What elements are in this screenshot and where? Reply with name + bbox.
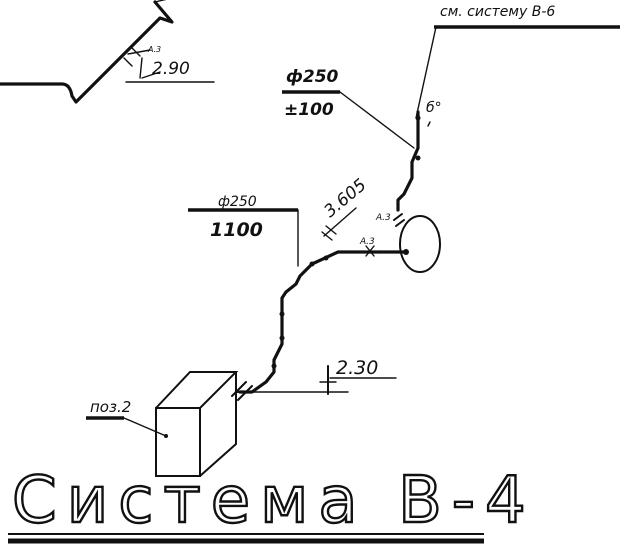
- mark-a3-top: А.3: [147, 45, 161, 54]
- position-label: поз.2: [86, 398, 167, 437]
- mark-a3-right: А.3: [359, 237, 375, 247]
- lower-riser: [231, 290, 288, 401]
- elev-mid: 1100: [210, 219, 263, 241]
- main-duct-right: б° А.3: [375, 100, 442, 273]
- mark-b: б°: [426, 100, 442, 116]
- mid-duct-run: А.3 3.605: [284, 175, 382, 294]
- elev-top: ±100: [284, 100, 334, 120]
- diam-mid: ф250: [218, 194, 257, 210]
- title-text: Система В-4: [12, 464, 536, 538]
- slope-label-top: 2.90: [152, 59, 190, 79]
- mark-a3-mid: А.3: [375, 213, 391, 223]
- reference-system-label: см. систему В-6: [415, 4, 620, 119]
- top-left-duct-fragment: А.3 2.90: [0, 0, 215, 104]
- duct-size-label-mid: ф250 1100: [188, 194, 299, 267]
- diam-top: ф250: [286, 67, 339, 87]
- slope-label-bottom: 2.30: [336, 357, 378, 379]
- slope-label-mid: 3.605: [320, 175, 370, 222]
- duct-size-label-top: ф250 ±100: [282, 67, 415, 149]
- elevation-mark-bottom: 2.30: [245, 357, 397, 395]
- equipment-box: [155, 371, 239, 477]
- ref-system-text: см. систему В-6: [440, 4, 555, 20]
- drawing-title: Система В-4: [8, 463, 536, 544]
- pos-label: поз.2: [90, 398, 131, 416]
- round-fitting: [399, 215, 441, 273]
